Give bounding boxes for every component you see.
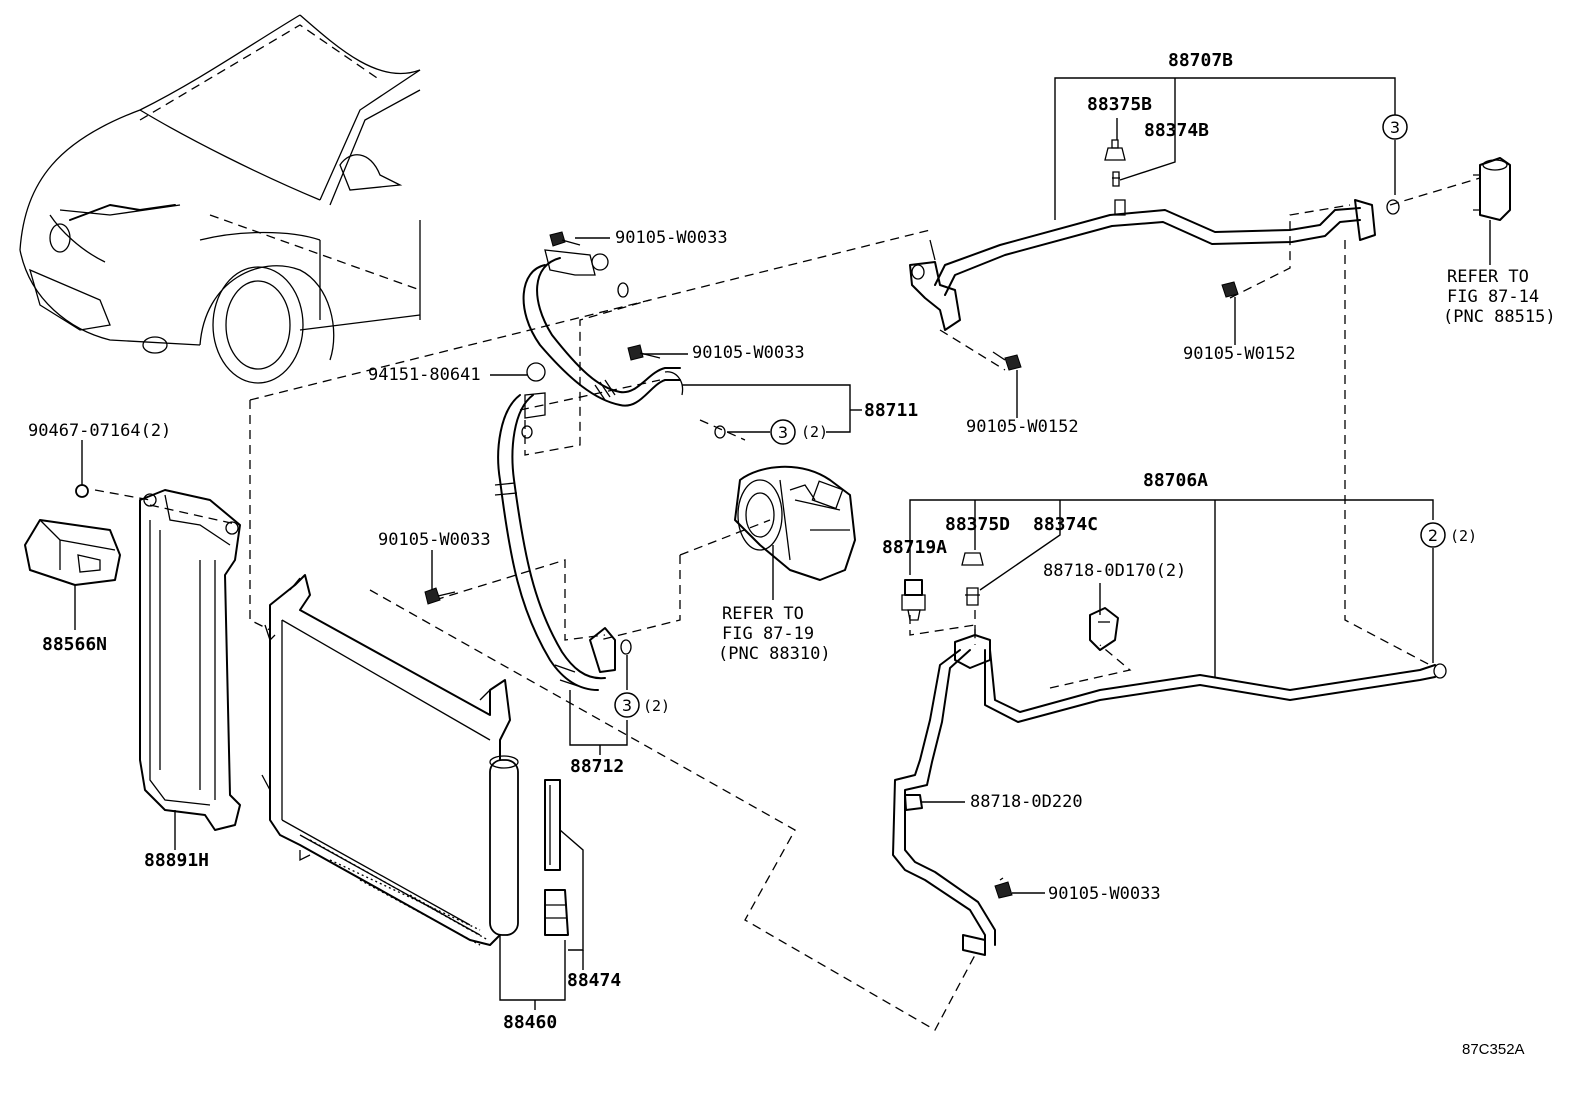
label-88374C: 88374C bbox=[1033, 514, 1098, 535]
label-88375D: 88375D bbox=[945, 514, 1010, 535]
vehicle-outline bbox=[19, 14, 421, 384]
label-90105-W0152-a: 90105-W0152 bbox=[966, 417, 1079, 437]
bolt-left bbox=[424, 587, 456, 605]
svg-text:REFER TO: REFER TO bbox=[1447, 267, 1529, 287]
tube-88707B bbox=[909, 199, 1400, 331]
expansion-valve bbox=[1473, 157, 1511, 221]
refer-87-19: REFER TO FIG 87-19 (PNC 88310) bbox=[718, 604, 831, 664]
qty-88711: (2) bbox=[801, 423, 828, 441]
desiccant-88474 bbox=[544, 779, 569, 936]
bolt-w0152-a bbox=[992, 351, 1022, 371]
air-duct-88566N bbox=[24, 519, 121, 586]
circle-3-top: 3 bbox=[1382, 114, 1408, 140]
bolt-w0152-b bbox=[1221, 281, 1239, 298]
receiver-tank bbox=[489, 755, 519, 936]
label-88718-0D220: 88718-0D220 bbox=[970, 792, 1083, 812]
circle-3-mid: 3 bbox=[770, 419, 796, 445]
figure-code: 87C352A bbox=[1462, 1041, 1525, 1058]
leader-lines bbox=[74, 77, 1491, 1010]
label-88719A: 88719A bbox=[882, 537, 947, 558]
cap-88375B bbox=[1104, 139, 1126, 161]
svg-text:3: 3 bbox=[778, 423, 788, 442]
label-90105-W0033-top: 90105-W0033 bbox=[615, 228, 728, 248]
svg-text:3: 3 bbox=[622, 696, 632, 715]
label-90105-W0033-low: 90105-W0033 bbox=[1048, 884, 1161, 904]
label-88711: 88711 bbox=[864, 400, 918, 421]
refer-87-14: REFER TO FIG 87-14 (PNC 88515) bbox=[1443, 267, 1556, 327]
label-94151-80641: 94151-80641 bbox=[368, 365, 481, 385]
qty-88712: (2) bbox=[643, 697, 670, 715]
clip-90467 bbox=[75, 484, 89, 498]
label-88706A: 88706A bbox=[1143, 470, 1208, 491]
bolt-mid bbox=[627, 344, 661, 361]
tube-88706A bbox=[892, 634, 1447, 956]
label-88718-0D170: 88718-0D170(2) bbox=[1043, 561, 1186, 581]
qty-88706A: (2) bbox=[1450, 527, 1477, 545]
svg-text:(PNC 88310): (PNC 88310) bbox=[718, 644, 831, 664]
label-90105-W0033-left: 90105-W0033 bbox=[378, 530, 491, 550]
label-88707B: 88707B bbox=[1168, 50, 1233, 71]
label-90105-W0152-b: 90105-W0152 bbox=[1183, 344, 1296, 364]
label-88566N: 88566N bbox=[42, 634, 107, 655]
compressor bbox=[734, 465, 856, 581]
relation-lines bbox=[94, 24, 1481, 1031]
svg-text:3: 3 bbox=[1390, 118, 1400, 137]
bolt-top bbox=[549, 231, 581, 247]
label-88474: 88474 bbox=[567, 970, 621, 991]
svg-text:FIG 87-19: FIG 87-19 bbox=[722, 624, 814, 644]
hose-88712 bbox=[494, 362, 632, 691]
hose-88711 bbox=[522, 249, 726, 439]
label-90105-W0033-mid: 90105-W0033 bbox=[692, 343, 805, 363]
label-88891H: 88891H bbox=[144, 850, 209, 871]
label-88712: 88712 bbox=[570, 756, 624, 777]
svg-text:(PNC 88515): (PNC 88515) bbox=[1443, 307, 1556, 327]
label-88374B: 88374B bbox=[1144, 120, 1209, 141]
circle-2-right: 2 bbox=[1420, 522, 1446, 548]
svg-text:FIG 87-14: FIG 87-14 bbox=[1447, 287, 1539, 307]
switch-88719A bbox=[901, 579, 926, 621]
clamp-88718-0D170 bbox=[1089, 607, 1119, 651]
valve-88374B bbox=[1112, 171, 1120, 187]
valve-88374C bbox=[965, 587, 980, 606]
svg-text:REFER TO: REFER TO bbox=[722, 604, 804, 624]
condenser-88460 bbox=[261, 574, 511, 946]
label-90467-07164: 90467-07164(2) bbox=[28, 421, 171, 441]
bolt-lower bbox=[994, 877, 1013, 899]
cap-88375D bbox=[961, 552, 984, 566]
label-88375B: 88375B bbox=[1087, 94, 1152, 115]
circle-3-low: 3 bbox=[614, 692, 640, 718]
label-88460: 88460 bbox=[503, 1012, 557, 1033]
seal-88891H bbox=[139, 489, 241, 831]
svg-text:2: 2 bbox=[1428, 526, 1438, 545]
